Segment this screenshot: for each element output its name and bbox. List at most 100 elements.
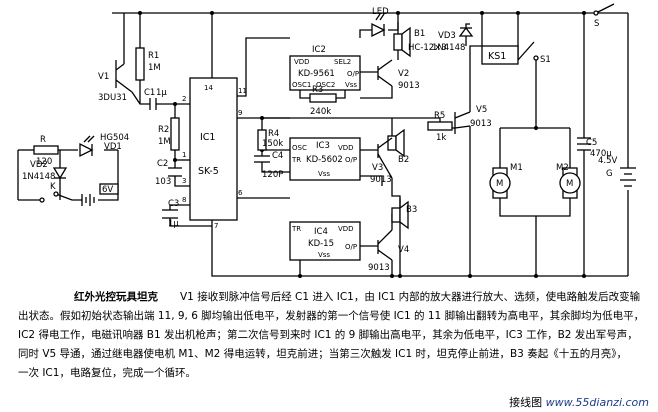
svg-text:IC2: IC2 <box>312 45 326 55</box>
svg-text:150k: 150k <box>262 139 283 149</box>
svg-text:KD-5602: KD-5602 <box>306 155 343 165</box>
svg-text:6: 6 <box>238 189 243 197</box>
svg-text:120: 120 <box>36 157 52 167</box>
svg-text:B2: B2 <box>398 155 409 165</box>
svg-text:7: 7 <box>214 222 218 230</box>
b3-speaker: B3 <box>391 200 417 230</box>
svg-text:VD3: VD3 <box>438 31 456 41</box>
svg-text:R5: R5 <box>434 111 445 121</box>
svg-text:OSC1: OSC1 <box>292 81 311 89</box>
c5-capacitor: C5 470μ <box>577 137 612 159</box>
svg-text:V1: V1 <box>98 72 109 82</box>
svg-text:11: 11 <box>238 87 247 95</box>
r5-resistor: R5 1k <box>427 111 453 143</box>
svg-text:Vss: Vss <box>345 81 357 89</box>
svg-text:R3: R3 <box>312 85 323 95</box>
b1-buzzer: B1 HC-12×3 <box>393 26 447 58</box>
svg-text:TR: TR <box>291 156 301 164</box>
svg-text:9013: 9013 <box>470 119 492 129</box>
svg-text:6V: 6V <box>102 185 113 195</box>
c3-capacitor: C3 1μ <box>162 199 179 229</box>
svg-text:470μ: 470μ <box>590 149 612 159</box>
svg-text:1k: 1k <box>436 133 446 143</box>
r3-resistor: R3 240k <box>309 85 337 117</box>
ic1-label: IC1 <box>200 132 215 143</box>
svg-text:R: R <box>40 135 46 145</box>
svg-text:LED: LED <box>372 7 389 17</box>
battery-6v: 6V <box>81 183 119 206</box>
v5-transistor: V5 9013 <box>454 105 492 134</box>
svg-text:B1: B1 <box>414 29 425 39</box>
svg-text:M: M <box>566 179 573 189</box>
svg-text:VDD: VDD <box>338 225 354 233</box>
svg-text:3DU31: 3DU31 <box>98 93 127 103</box>
svg-text:2: 2 <box>182 95 186 103</box>
svg-text:O/P: O/P <box>345 156 357 164</box>
ic2-chip: IC2 VDD SEL2 KD-9561 O/P OSC1 OSC2 Vss <box>289 45 361 91</box>
caption-tail: 一次 IC1，电路复位，完成一个循环。 <box>18 367 196 379</box>
svg-text:M2: M2 <box>556 163 569 173</box>
svg-text:R2: R2 <box>158 125 169 135</box>
watermark-url: www.55dianzi.com <box>545 396 649 409</box>
svg-text:1N4148: 1N4148 <box>22 172 55 182</box>
svg-text:120P: 120P <box>262 170 283 180</box>
svg-text:R4: R4 <box>268 129 279 139</box>
svg-text:4.5V: 4.5V <box>598 156 618 166</box>
caption-title: 红外光控玩具坦克 <box>74 291 158 303</box>
resistor-r: R 120 <box>33 135 59 167</box>
r2-resistor: R2 1M <box>158 117 180 151</box>
svg-text:V3: V3 <box>372 163 383 173</box>
svg-text:V4: V4 <box>398 245 409 255</box>
v1-phototransistor: V1 3DU31 <box>98 60 133 103</box>
v3-transistor: V3 9013 <box>370 137 393 185</box>
svg-text:C5: C5 <box>586 138 597 148</box>
svg-text:3: 3 <box>182 177 186 185</box>
svg-text:O/P: O/P <box>347 70 359 78</box>
site-watermark: 接线图 www.55dianzi.com <box>506 394 652 410</box>
svg-text:9: 9 <box>238 109 242 117</box>
svg-text:C1: C1 <box>144 88 155 98</box>
junctions <box>138 11 586 278</box>
ic4-chip: TR IC4 VDD KD-15 O/P Vss <box>289 221 361 261</box>
svg-text:VDD: VDD <box>338 144 354 152</box>
svg-text:8: 8 <box>182 196 186 204</box>
v2-transistor: V2 9013 <box>377 59 420 91</box>
svg-text:C3: C3 <box>168 199 179 209</box>
svg-text:C2: C2 <box>157 159 168 169</box>
svg-text:SEL2: SEL2 <box>334 58 351 66</box>
watermark-prefix: 接线图 <box>509 396 543 409</box>
svg-text:K: K <box>50 182 56 192</box>
ic1-part: SK-5 <box>198 166 219 177</box>
svg-text:V5: V5 <box>476 105 487 115</box>
svg-text:1: 1 <box>182 151 186 159</box>
svg-text:103: 103 <box>155 177 171 187</box>
svg-text:C4: C4 <box>272 151 283 161</box>
v4-transistor: V4 9013 <box>368 229 409 273</box>
motor-m2: M M2 <box>556 163 581 199</box>
svg-text:M1: M1 <box>510 163 523 173</box>
led: LED <box>371 7 389 38</box>
svg-text:HC-12×3: HC-12×3 <box>408 43 447 53</box>
svg-text:9013: 9013 <box>368 263 390 273</box>
s1-switch: S1 <box>533 55 551 65</box>
c2-capacitor: C2 103 <box>155 159 182 187</box>
switch-k: K <box>39 182 59 203</box>
svg-text:G: G <box>606 169 613 179</box>
battery-4v5: 4.5V G <box>598 156 636 187</box>
svg-text:OSC: OSC <box>292 144 307 152</box>
svg-text:O/P: O/P <box>345 243 357 251</box>
svg-text:1μ: 1μ <box>156 88 167 98</box>
motor-m1: M M1 <box>489 163 523 199</box>
c1-capacitor: C1 1μ <box>144 88 167 110</box>
svg-text:IC4: IC4 <box>314 227 328 237</box>
svg-text:KD-15: KD-15 <box>308 239 334 249</box>
svg-text:HG504: HG504 <box>100 133 129 143</box>
ic1-chip: IC1 SK-5 14 11 9 6 2 1 3 8 7 <box>182 77 247 230</box>
svg-text:1M: 1M <box>148 63 161 73</box>
svg-text:VD1: VD1 <box>104 142 122 152</box>
svg-text:9013: 9013 <box>398 81 420 91</box>
svg-text:1μ: 1μ <box>168 219 179 229</box>
ic3-chip: IC3 OSC VDD TR KD-5602 O/P Vss <box>289 137 361 181</box>
svg-text:1M: 1M <box>158 137 171 147</box>
